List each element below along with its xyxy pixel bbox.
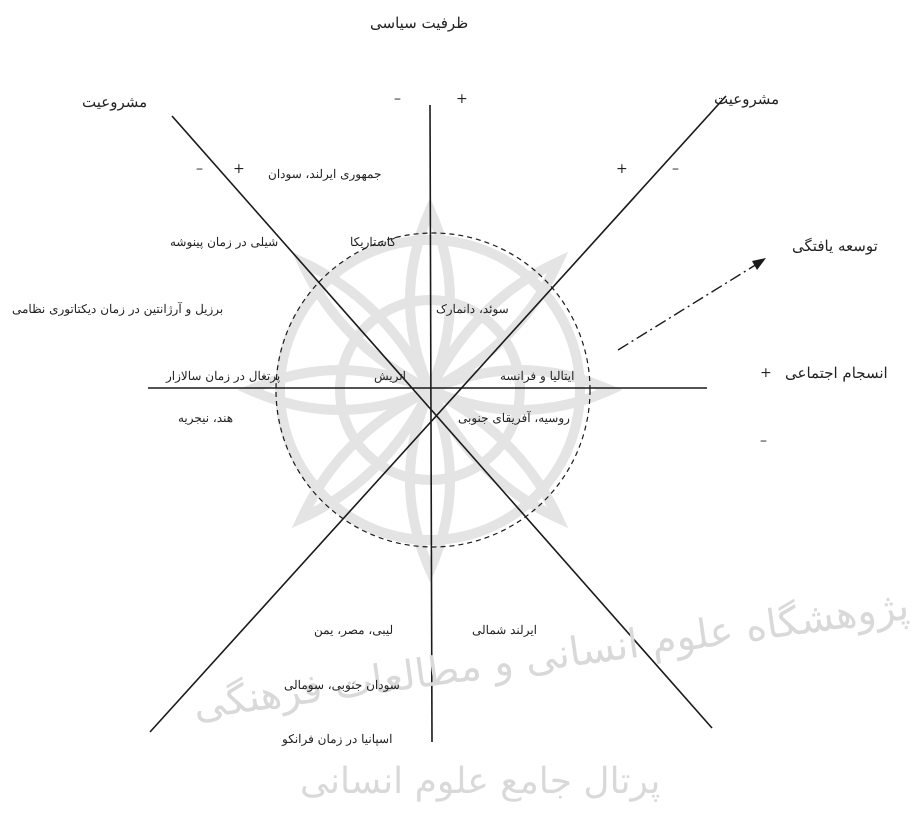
label-brazil-argentina: برزیل و آرژانتین در زمان دیکتاتوری نظامی [12,303,223,315]
vertical-plus-sign: + [456,92,468,106]
diagonal-right-title: مشروعیت [714,92,779,107]
diagonal-left-title: مشروعیت [82,95,147,110]
label-austria: اتریش [374,370,406,382]
vertical-minus-sign: – [394,92,401,106]
label-portugal: پرتغال در زمان سالازار [166,370,280,382]
label-spain-franco: اسپانیا در زمان فرانکو [282,733,392,745]
label-south-sudan-somalia: سودان جنوبی، سومالی [284,679,400,691]
horizontal-axis-title: انسجام اجتماعی [785,366,888,381]
horizontal-minus-sign: – [760,434,767,448]
diag-right-minus-sign: – [672,162,679,176]
diag-left-plus-sign: + [233,162,245,176]
label-russia-south-africa: روسیه، آفریقای جنوبی [458,412,570,424]
label-italy-france: ایتالیا و فرانسه [500,370,574,382]
label-costa-rica: کاستاریکا [350,236,396,248]
label-libya-egypt-yemen: لیبی، مصر، یمن [314,624,393,636]
development-arrow [618,264,757,350]
diag-left-minus-sign: – [196,162,203,176]
label-sweden-denmark: سوئد، دانمارک [436,303,509,315]
watermark-line-2: پرتال جامع علوم انسانی [300,764,660,800]
vertical-axis-title: ظرفیت سیاسی [370,16,468,31]
development-label: توسعه یافتگی [792,239,878,254]
label-northern-ireland: ایرلند شمالی [472,624,537,636]
development-arrowhead [752,258,766,270]
label-chile: شیلی در زمان پینوشه [170,236,278,248]
label-india-nigeria: هند، نیجریه [178,412,233,424]
horizontal-plus-sign: + [760,366,772,380]
label-ireland-sudan: جمهوری ایرلند، سودان [268,168,381,180]
diag-right-plus-sign: + [616,162,628,176]
